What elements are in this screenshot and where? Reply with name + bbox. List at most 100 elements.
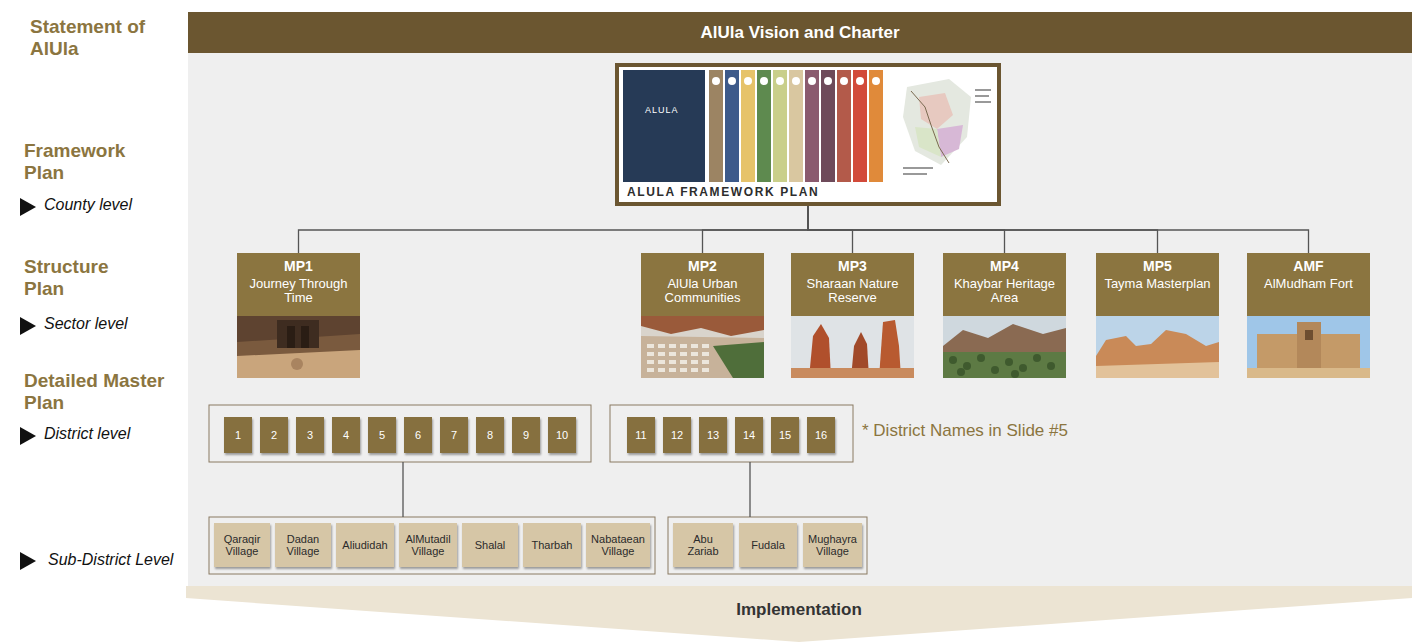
illustration-part	[975, 89, 991, 91]
district-box: 15	[771, 417, 799, 453]
framework-thumbnail	[619, 67, 997, 185]
illustration-part	[773, 70, 787, 182]
district-box: 4	[332, 417, 360, 453]
illustration-part	[853, 70, 867, 182]
level-marker	[20, 317, 36, 335]
illustration-part	[744, 77, 752, 85]
level-title: Structure Plan	[24, 256, 144, 300]
plan-name: Journey Through Time	[241, 277, 356, 306]
level-title: Statement of AlUla	[30, 16, 180, 60]
node-label: AlMutadil Village	[403, 533, 453, 557]
illustration-part	[680, 344, 687, 348]
illustration-part	[237, 350, 360, 378]
site-photo	[1247, 316, 1370, 378]
district-number: 8	[487, 429, 493, 441]
plan-name: Tayma Masterplan	[1104, 277, 1210, 291]
group-outline	[610, 405, 853, 462]
district-box: 11	[627, 417, 655, 453]
illustration-part	[237, 316, 360, 378]
illustration-part	[943, 352, 1066, 378]
plan-name: AlUla Urban Communities	[645, 277, 760, 306]
illustration-part	[702, 360, 709, 364]
level-marker	[20, 198, 36, 216]
illustration-part	[691, 344, 698, 348]
illustration-part	[691, 352, 698, 356]
sub-district-box: Aliudidah	[336, 523, 394, 567]
label-slot: District level	[44, 425, 130, 443]
illustration-part	[291, 358, 303, 370]
illustration-part	[792, 77, 800, 85]
node-label: Tharbah	[532, 539, 573, 551]
group-outline	[668, 517, 867, 574]
site-photo	[641, 316, 764, 378]
band-label: Implementation	[736, 600, 862, 620]
label-slot: Sub-District Level	[48, 551, 173, 569]
tree-connector	[808, 206, 1309, 253]
framework-plan-box: ALULAALULA FRAMEWORK PLAN	[615, 63, 1001, 206]
district-number: 10	[556, 429, 568, 441]
illustration-part	[680, 360, 687, 364]
group-link	[402, 462, 403, 517]
illustration-part	[728, 77, 736, 85]
district-number: 7	[451, 429, 457, 441]
node-label: Aliudidah	[342, 539, 387, 551]
illustration-part	[669, 344, 676, 348]
district-number: 15	[779, 429, 791, 441]
illustration-part	[1011, 370, 1019, 378]
site-photo	[943, 316, 1066, 378]
illustration-part	[824, 77, 832, 85]
illustration-part	[1096, 330, 1219, 378]
masterplan-header: MP1Journey Through Time	[237, 253, 360, 316]
district-number: 12	[671, 429, 683, 441]
masterplan-box: MP4Khaybar Heritage Area	[943, 253, 1066, 378]
illustration-part	[903, 167, 933, 169]
illustration-part	[641, 316, 764, 378]
sub-district-box: Mughayra Village	[803, 523, 862, 567]
plan-name: AlMudham Fort	[1264, 277, 1353, 291]
node-label: Qaraqir Village	[218, 533, 266, 557]
plan-code: MP5	[1143, 258, 1172, 275]
node-label: Nabataean Village	[590, 533, 646, 557]
district-number: 14	[743, 429, 755, 441]
masterplan-box: MP1Journey Through Time	[237, 253, 360, 378]
masterplan-box: MP2AlUla Urban Communities	[641, 253, 764, 378]
illustration-part	[669, 360, 676, 364]
district-box: 7	[440, 417, 468, 453]
plan-code: MP3	[838, 258, 867, 275]
illustration-part	[903, 79, 971, 165]
illustration-part	[186, 586, 1412, 642]
sub-district-box: Fudala	[739, 523, 797, 567]
illustration-part	[760, 77, 768, 85]
district-number: 9	[523, 429, 529, 441]
plan-name: Khaybar Heritage Area	[947, 277, 1062, 306]
illustration-part	[658, 360, 665, 364]
illustration-part	[949, 356, 957, 364]
level-marker	[20, 427, 36, 445]
illustration-part	[937, 125, 963, 157]
masterplan-header: MP4Khaybar Heritage Area	[943, 253, 1066, 316]
sub-district-box: Qaraqir Village	[214, 523, 270, 567]
district-number: 2	[271, 429, 277, 441]
level-name: District level	[44, 425, 130, 443]
district-box: 2	[260, 417, 288, 453]
district-number: 4	[343, 429, 349, 441]
plan-code: MP4	[990, 258, 1019, 275]
illustration-part	[658, 344, 665, 348]
illustration-part	[647, 352, 654, 356]
node-label: Mughayra Village	[807, 533, 858, 557]
level-name: County level	[44, 196, 132, 214]
district-box: 13	[699, 417, 727, 453]
sub-district-box: Tharbah	[523, 523, 581, 567]
illustration-part	[669, 352, 676, 356]
district-box: 9	[512, 417, 540, 453]
illustration-part	[1247, 316, 1370, 378]
district-box: 16	[807, 417, 835, 453]
illustration-part	[821, 70, 835, 182]
masterplan-header: MP2AlUla Urban Communities	[641, 253, 764, 316]
label-slot: Detailed Master Plan	[24, 370, 194, 414]
illustration-part	[837, 70, 851, 182]
level-name: Sector level	[44, 315, 128, 333]
illustration-part	[647, 368, 654, 372]
header-band: AlUla Vision and Charter	[188, 12, 1412, 53]
